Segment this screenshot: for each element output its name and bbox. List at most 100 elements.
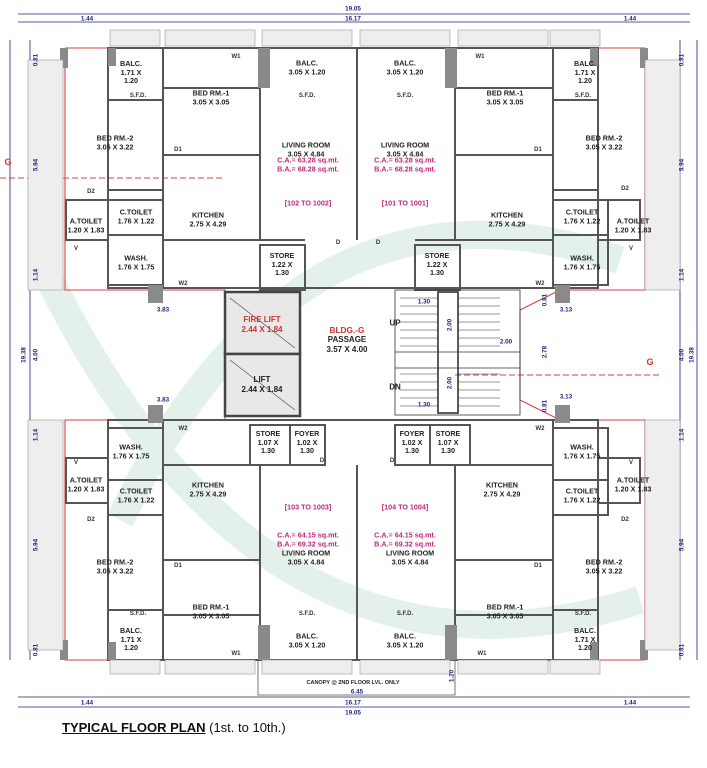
flat-range-102: [102 TO 1002] — [284, 198, 332, 208]
tag-sfd-br: S.F.D. — [574, 611, 592, 617]
flat-area-102: C.A.= 63.28 sq.mt.B.A.= 68.28 sq.mt. — [277, 155, 339, 173]
stair-up-label: UP — [389, 318, 401, 328]
dim-114-br: 1.14 — [678, 428, 686, 442]
tag-sfd-bl2: S.F.D. — [298, 611, 316, 617]
tag-d2-br: D2 — [621, 517, 629, 523]
balc-bl: BALC.3.05 X 1.20 — [288, 631, 326, 649]
dim-canopy-depth: 1.20 — [448, 669, 456, 683]
tag-sfd-tl: S.F.D. — [129, 93, 147, 99]
dim-130-top: 1.30 — [417, 298, 431, 306]
tag-sfd-tl2: S.F.D. — [298, 93, 316, 99]
section-marker-left: G — [4, 157, 12, 167]
tag-d2-bl: D2 — [87, 517, 95, 523]
dim-313-top: 3.13 — [559, 306, 573, 314]
tag-w1-tl: W1 — [231, 54, 241, 60]
tag-d2-tl: D2 — [87, 189, 95, 195]
dim-depth-left: 19.38 — [20, 347, 28, 363]
tag-sfd-br2: S.F.D. — [396, 611, 414, 617]
flat-area-104: C.A.= 64.15 sq.mt.B.A.= 69.32 sq.mt. — [374, 530, 436, 548]
wash-br: WASH.1.76 X 1.75 — [563, 442, 601, 460]
balc-tl: BALC.3.05 X 1.20 — [288, 58, 326, 76]
watermark — [27, 220, 645, 639]
flat-area-101: C.A.= 63.28 sq.mt.B.A.= 68.28 sq.mt. — [374, 155, 436, 173]
dim-side-bottom-left: 1.44 — [80, 699, 94, 707]
tag-v-tr: V — [628, 246, 634, 252]
dim-313-bottom: 3.13 — [559, 393, 573, 401]
passage-label: BLDG.-G PASSAGE 3.57 X 4.00 — [326, 325, 368, 354]
passage-walls — [304, 245, 416, 290]
dim-594-tr: 5.94 — [678, 158, 686, 172]
flat-range-104: [104 TO 1004] — [381, 502, 429, 512]
dim-081-tl: 0.81 — [32, 53, 40, 67]
tag-d-br: D — [389, 458, 395, 464]
columns — [60, 48, 648, 660]
page-subtitle: (1st. to 10th.) — [209, 720, 286, 735]
dim-081-br: 0.81 — [678, 643, 686, 657]
tag-w2-tr: W2 — [535, 281, 545, 287]
tag-v-tl: V — [73, 246, 79, 252]
flat-range-101: [101 TO 1001] — [381, 198, 429, 208]
tag-w2-tl: W2 — [178, 281, 188, 287]
wash-tl: WASH.1.76 X 1.75 — [117, 253, 155, 271]
dim-depth-right: 19.38 — [688, 347, 696, 363]
flat-area-103: C.A.= 64.15 sq.mt.B.A.= 69.32 sq.mt. — [277, 530, 339, 548]
dim-383-top: 3.83 — [156, 306, 170, 314]
dim-side-top-left: 1.44 — [80, 15, 94, 23]
tag-v-bl: V — [73, 460, 79, 466]
tag-sfd-bl: S.F.D. — [129, 611, 147, 617]
dim-half-left: 4.00 — [32, 348, 40, 362]
dim-114-tr: 1.14 — [678, 268, 686, 282]
dim-200-flight-top: 2.00 — [446, 318, 454, 332]
stair-down-label: DN — [389, 382, 401, 392]
lift-core — [223, 290, 302, 418]
balc-tr: BALC.3.05 X 1.20 — [386, 58, 424, 76]
tag-w1-br: W1 — [477, 651, 487, 657]
page-title: TYPICAL FLOOR PLAN (1st. to 10th.) — [62, 720, 286, 735]
tag-d1-tr: D1 — [534, 147, 542, 153]
tag-sfd-tr2: S.F.D. — [396, 93, 414, 99]
dim-278: 2.78 — [541, 345, 549, 359]
dim-383-bottom: 3.83 — [156, 396, 170, 404]
tag-v-br: V — [628, 460, 634, 466]
flat-range-103: [103 TO 1003] — [284, 502, 332, 512]
wash-tr: WASH.1.76 X 1.75 — [563, 253, 601, 271]
wash-bl: WASH.1.76 X 1.75 — [112, 442, 150, 460]
canopy-note: CANOPY @ 2ND FLOOR LVL. ONLY — [306, 680, 400, 686]
dim-081-core-top: 0.81 — [541, 293, 549, 307]
tag-sfd-tr: S.F.D. — [574, 93, 592, 99]
dim-200-landing: 2.00 — [499, 338, 513, 346]
dim-half-right: 4.00 — [678, 348, 686, 362]
tag-w2-br: W2 — [535, 426, 545, 432]
tag-d-tl: D — [335, 240, 341, 246]
tag-w2-bl: W2 — [178, 426, 188, 432]
walls — [65, 47, 641, 661]
tag-d1-bl: D1 — [174, 563, 182, 569]
